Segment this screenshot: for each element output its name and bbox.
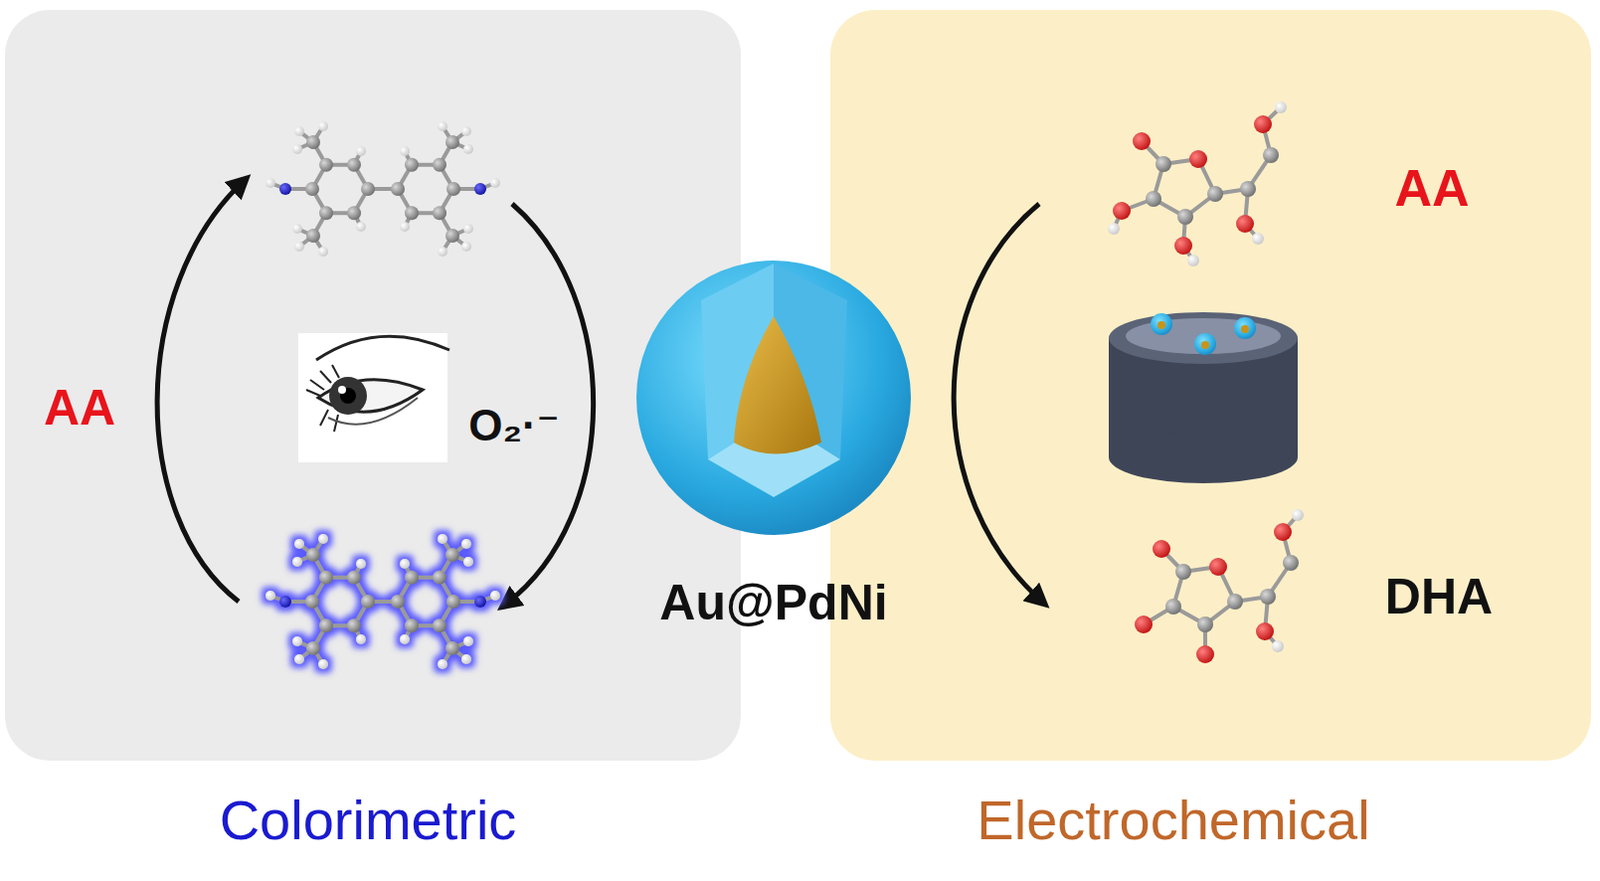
panel-heading: Electrochemical bbox=[976, 789, 1370, 852]
core-shell-sphere bbox=[636, 260, 911, 535]
electrode bbox=[1108, 312, 1298, 484]
eye-icon bbox=[298, 333, 450, 463]
aa-molecule bbox=[1107, 101, 1287, 267]
analyte-label: AA bbox=[43, 380, 116, 436]
product-label: DHA bbox=[1385, 569, 1493, 625]
panel-heading: Colorimetric bbox=[219, 789, 518, 852]
radical-label: O₂·⁻ bbox=[468, 401, 560, 450]
dha-molecule bbox=[1134, 509, 1304, 664]
analyte-label: AA bbox=[1394, 160, 1469, 217]
material-label: Au@PdNi bbox=[659, 575, 888, 631]
